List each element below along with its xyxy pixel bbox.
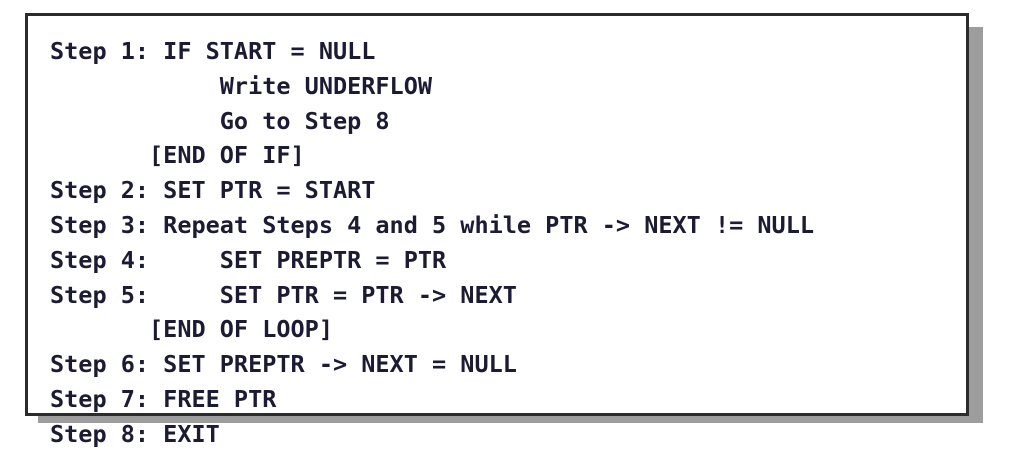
code-line: Step 6: SET PREPTR -> NEXT = NULL — [50, 350, 517, 379]
code-line: [END OF LOOP] — [50, 315, 333, 344]
code-line: Step 2: SET PTR = START — [50, 176, 376, 205]
pseudocode-listing: Step 1: IF START = NULL Write UNDERFLOW … — [28, 16, 966, 452]
code-line: Step 8: EXIT — [50, 419, 220, 448]
code-line: [END OF IF] — [50, 141, 305, 170]
pseudocode-panel: Step 1: IF START = NULL Write UNDERFLOW … — [25, 13, 969, 448]
code-line: Step 5: SET PTR = PTR -> NEXT — [50, 280, 517, 309]
code-line: Write UNDERFLOW — [50, 71, 433, 100]
code-line: Step 1: IF START = NULL — [50, 37, 376, 65]
code-line: Step 4: SET PREPTR = PTR — [50, 245, 447, 274]
code-line: Step 3: Repeat Steps 4 and 5 while PTR -… — [50, 210, 815, 239]
code-line: Go to Step 8 — [50, 106, 390, 135]
code-line: Step 7: FREE PTR — [50, 384, 277, 413]
